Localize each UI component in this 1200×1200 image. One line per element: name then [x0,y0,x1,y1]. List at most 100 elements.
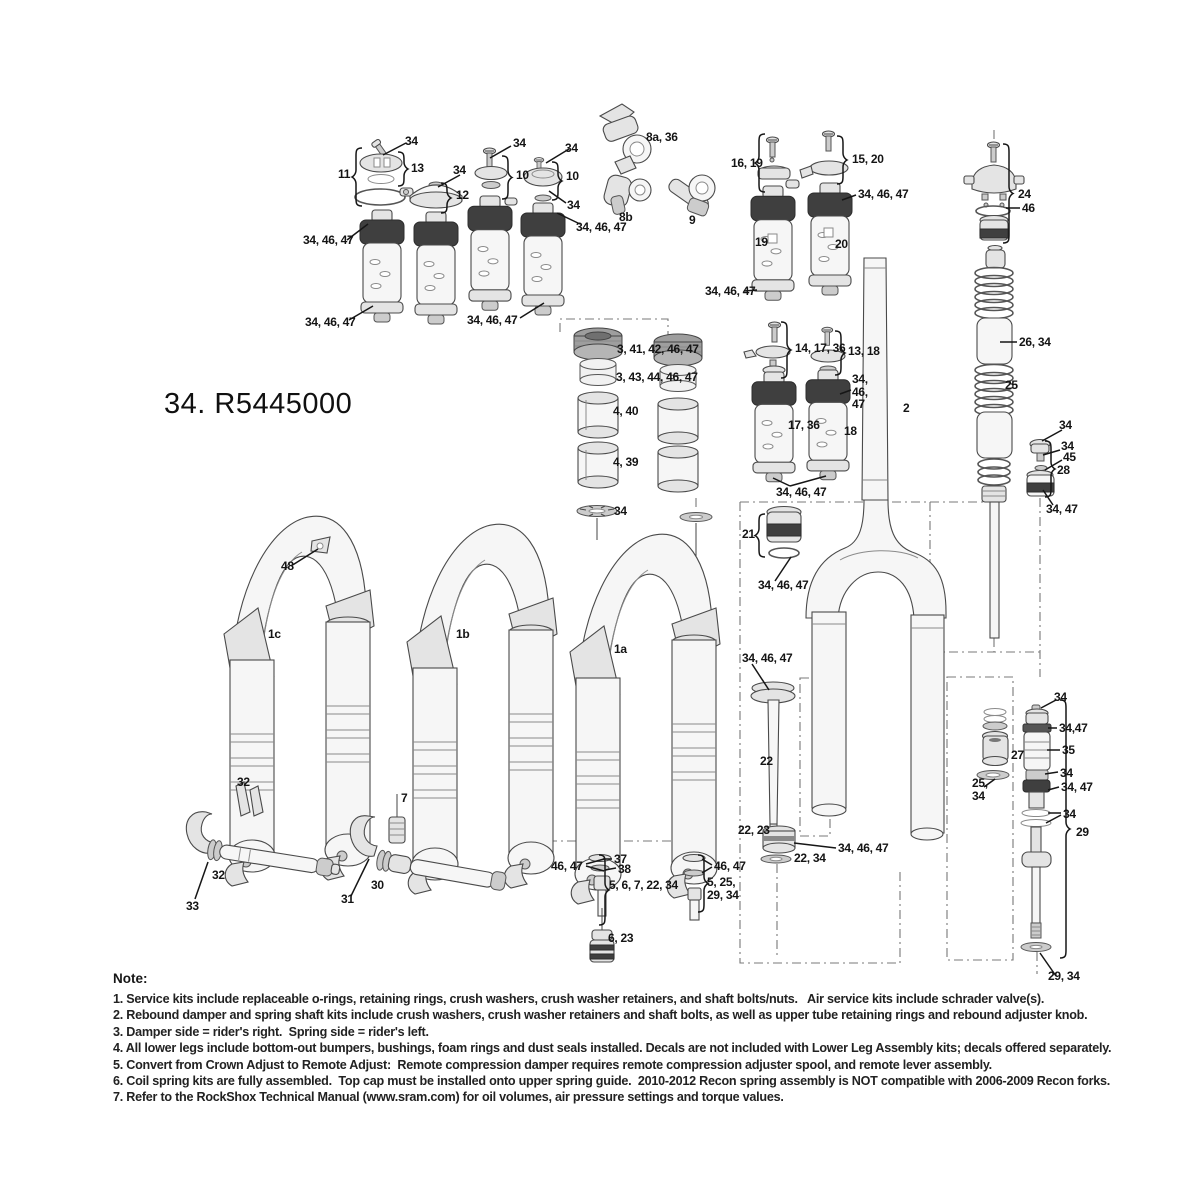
part-callout: 8b [619,210,633,224]
part-callout: 27 [1011,748,1024,762]
part-callout: 12 [456,188,469,202]
note-item: 5. Convert from Crown Adjust to Remote A… [113,1057,992,1072]
note-item: 3. Damper side = rider's right. Spring s… [113,1024,429,1039]
part-callout: 1c [268,627,281,641]
part-callout: 34, 46, 47 [758,578,809,592]
top-cap-spacer-21 [766,505,802,559]
part-callout: 32 [212,868,225,882]
part-callout: 9 [689,213,696,227]
part-callout: 34 [1059,418,1072,432]
part-callout: 22, 23 [738,823,770,837]
note-item: 7. Refer to the RockShox Technical Manua… [113,1090,784,1105]
part-callout: 1b [456,627,470,641]
part-callout: 5, 6, 7, 22, 34 [609,878,678,892]
spring-guide-parts [1026,438,1055,497]
callout-brackets [350,133,1072,959]
part-callout: 46, 47 [714,859,746,873]
part-callout: 38 [618,862,631,876]
part-callout: 34, 46, 47 [776,485,827,499]
notes-heading: Note: [113,971,148,986]
part-callout: 4, 39 [613,455,639,469]
part-callout: 34 [405,134,418,148]
part-callout: 34 [453,163,466,177]
part-callout: 10 [516,168,529,182]
part-callout: 11 [338,167,351,181]
part-callout: 25, 34 [972,776,988,803]
part-callout: 34, 46, 47 [303,233,354,247]
part-callout: 34, 46, 47 [305,315,356,329]
part-callout: 34,47 [1059,721,1088,735]
notes-section: Note: 1. Service kits include replaceabl… [113,971,1112,1106]
part-callout: 4, 40 [613,404,639,418]
part-callout: 34, 46, 47 [852,372,868,411]
part-callout: 24 [1018,187,1031,201]
part-callout: 22 [760,754,773,768]
coil-spring-assembly [963,141,1025,639]
lower-leg-assemblies [223,515,721,905]
part-callout: 37 [614,852,627,866]
part-callout: 34, 47 [1061,780,1093,794]
part-callout: 33 [186,899,199,913]
damper-cartridge-group [354,138,566,325]
leader-lines [194,142,1063,977]
part-callout: 34 [1060,766,1073,780]
part-callout: 46, 47 [551,859,583,873]
part-callout: 25 [1005,378,1018,392]
part-callout: 5, 25, 29, 34 [707,875,739,902]
rebound-damper-29 [976,704,1052,952]
part-callout: 34, 46, 47 [858,187,909,201]
part-callout: 18 [844,424,857,438]
part-callout: 45 [1063,450,1076,464]
shaft-bolt-hardware [588,853,706,963]
part-callout: 34, 46, 47 [742,651,793,665]
note-item: 6. Coil spring kits are fully assembled.… [113,1074,1110,1089]
damper-shaft-22 [750,681,796,864]
part-callout: 6, 23 [608,931,634,945]
part-callout: 34 [567,198,580,212]
part-callout: 17, 36 [788,418,820,432]
note-item: 2. Rebound damper and spring shaft kits … [113,1008,1088,1023]
part-callout: 21 [742,527,755,541]
part-callout: 26, 34 [1019,335,1051,349]
part-callout: 34 [1061,439,1074,453]
part-callout: 34 [614,504,627,518]
part-callout: 1a [614,642,627,656]
seal-bushing-stack [573,327,713,556]
part-callout: 3, 41, 42, 46, 47 [617,342,699,356]
remote-lever-group [598,103,716,217]
part-callout: 29, 34 [1048,969,1080,983]
part-callout: 34 [1063,807,1076,821]
damper-cartridge-19-20 [750,130,853,301]
part-callout: 22, 34 [794,851,826,865]
part-callout: 13, 18 [848,344,880,358]
axle-group [185,794,507,891]
part-callout: 34 [513,136,526,150]
part-callout: 34, 46, 47 [467,313,518,327]
part-callout: 16, 19 [731,156,763,170]
part-callout: 14, 17, 36 [795,341,846,355]
part-callout: 32 [237,775,250,789]
part-callout: 3, 43, 44, 46, 47 [616,370,698,384]
part-callout: 8a, 36 [646,130,678,144]
part-callout: 34, 46, 47 [838,841,889,855]
part-callout: 20 [835,237,848,251]
part-callout: 29 [1076,825,1089,839]
note-item: 1. Service kits include replaceable o-ri… [113,992,1045,1006]
part-callout: 46 [1022,201,1035,215]
part-callout: 28 [1057,463,1070,477]
part-callout: 19 [755,235,768,249]
part-callout: 34 [1054,690,1067,704]
part-callout: 10 [566,169,579,183]
part-callout: 2 [903,401,910,415]
damper-cartridge-17-18 [743,321,851,483]
part-callout: 30 [371,878,384,892]
part-callout: 34, 46, 47 [705,284,756,298]
assembly-reference-lines [510,130,1041,974]
part-callout: 31 [341,892,354,906]
part-callout: 15, 20 [852,152,884,166]
part-callout: 34, 47 [1046,502,1078,516]
note-item: 4. All lower legs include bottom-out bum… [113,1041,1112,1056]
figure-title: 34. R5445000 [164,388,353,420]
